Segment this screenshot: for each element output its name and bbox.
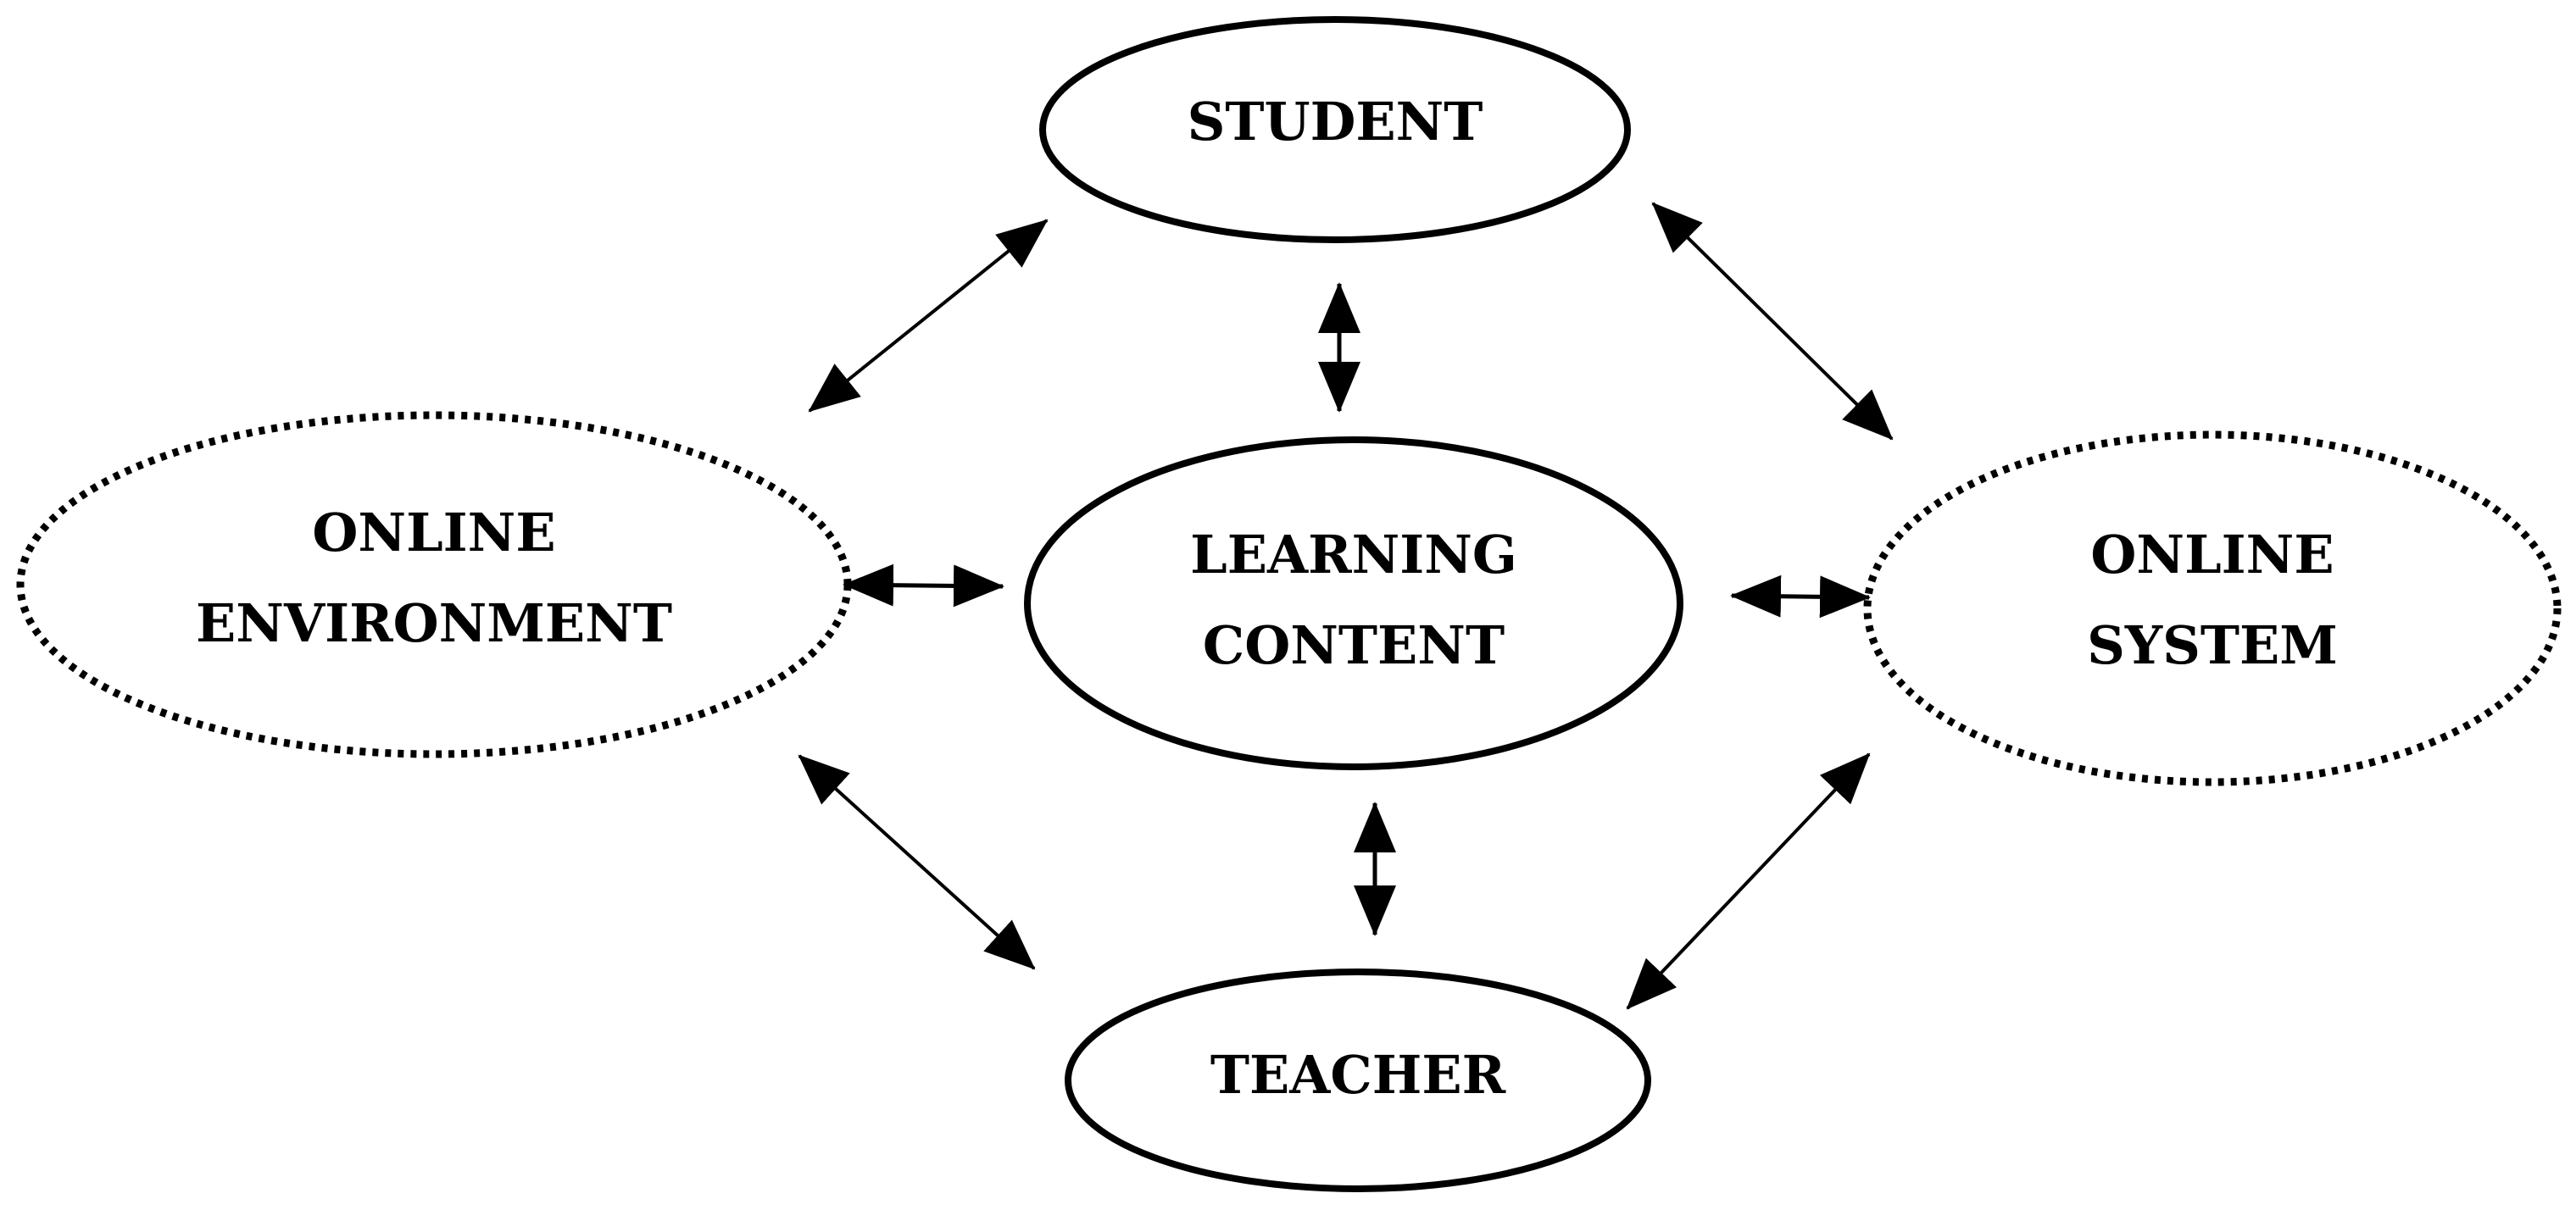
online-system-ellipse	[1863, 430, 2562, 786]
arrow-online-environment-learning-content	[843, 563, 1004, 608]
teacher-ellipse	[1065, 969, 1651, 1192]
arrow-online-system-teacher	[1626, 752, 1871, 1010]
online-environment-label-line2: ENVIRONMENT	[196, 592, 672, 654]
arrow-online-environment-teacher	[798, 754, 1036, 970]
learning-content-ellipse	[1024, 436, 1683, 770]
node-teacher: TEACHER	[1065, 969, 1651, 1192]
online-system-label-line2: SYSTEM	[2087, 614, 2338, 676]
node-online-environment: ONLINE ENVIRONMENT	[16, 411, 852, 758]
node-online-system: ONLINE SYSTEM	[1863, 430, 2562, 786]
online-environment-label-line1: ONLINE	[312, 502, 555, 563]
arrow-student-online-environment	[808, 219, 1049, 413]
learning-content-label-line2: CONTENT	[1203, 614, 1505, 676]
student-ellipse	[1039, 16, 1631, 243]
node-learning-content: LEARNING CONTENT	[1024, 436, 1683, 770]
student-label: STUDENT	[1188, 91, 1483, 153]
online-system-label-line1: ONLINE	[2090, 524, 2334, 586]
learning-content-label-line1: LEARNING	[1190, 524, 1517, 586]
arrow-learning-content-online-system	[1730, 574, 1871, 619]
node-student: STUDENT	[1039, 16, 1631, 243]
teacher-label: TEACHER	[1210, 1044, 1506, 1106]
arrow-student-online-system	[1651, 202, 1894, 441]
online-environment-ellipse	[16, 411, 852, 758]
